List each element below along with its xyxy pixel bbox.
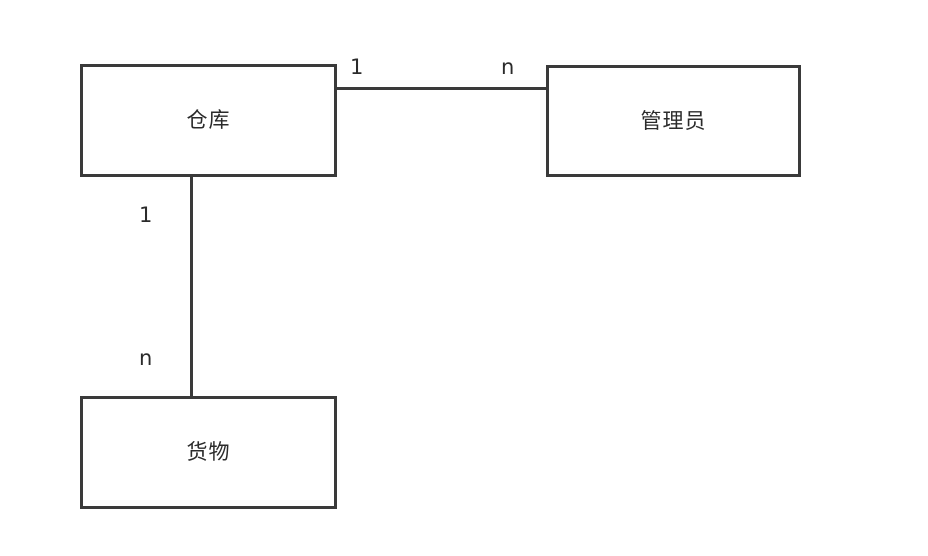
entity-box-administrator[interactable]: 管理员 (546, 65, 801, 177)
entity-label-goods: 货物 (186, 440, 231, 464)
entity-label-warehouse: 仓库 (186, 108, 231, 132)
connector-warehouse-goods (190, 177, 193, 396)
entity-box-warehouse[interactable]: 仓库 (80, 64, 337, 177)
connector-warehouse-administrator (337, 87, 546, 90)
cardinality-label-warehouse-administrator-from: 1 (350, 55, 364, 79)
entity-box-goods[interactable]: 货物 (80, 396, 337, 509)
cardinality-label-warehouse-administrator-to: n (501, 55, 515, 79)
cardinality-label-warehouse-goods-from: 1 (139, 203, 153, 227)
cardinality-label-warehouse-goods-to: n (139, 346, 153, 370)
entity-label-administrator: 管理员 (640, 108, 707, 133)
